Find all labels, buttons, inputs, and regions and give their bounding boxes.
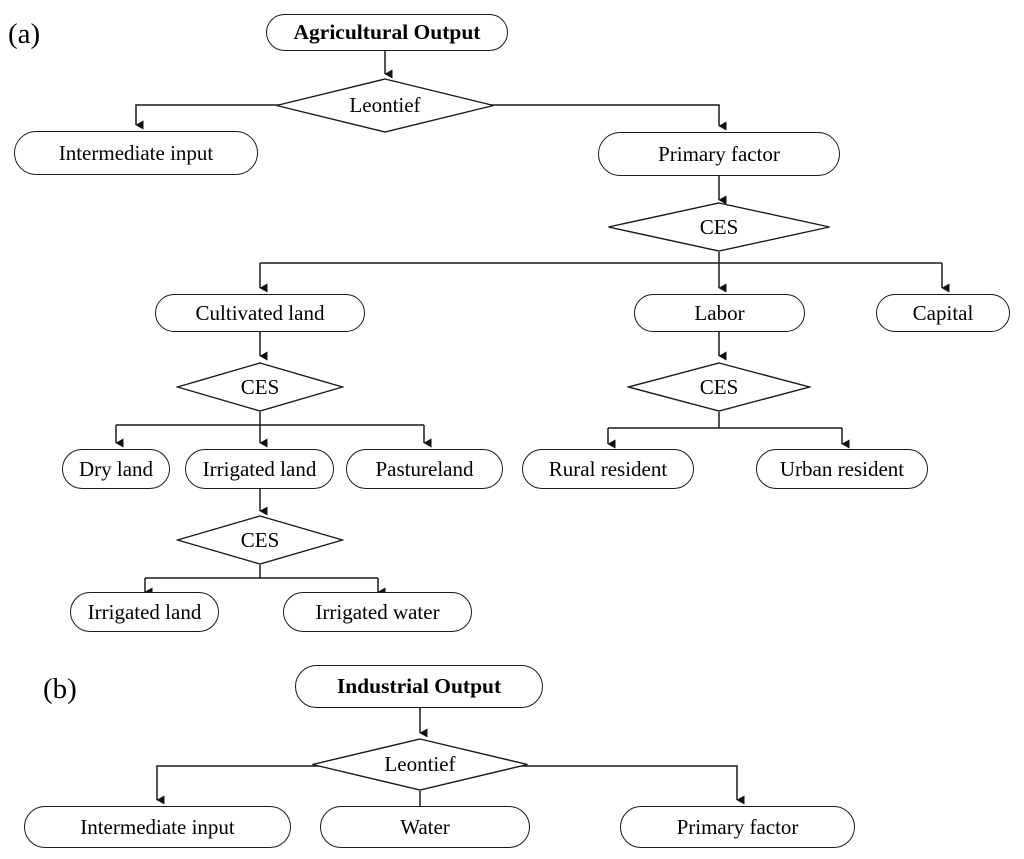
diamond-shape — [276, 78, 494, 133]
node-pastureland[interactable]: Pastureland — [346, 449, 503, 489]
node-water[interactable]: Water — [320, 806, 530, 848]
node-urban-resident[interactable]: Urban resident — [756, 449, 928, 489]
node-label: Leontief — [384, 752, 456, 776]
node-intermediate-input-b[interactable]: Intermediate input — [24, 806, 291, 848]
node-label: CES — [699, 374, 739, 399]
node-label: CES — [699, 214, 739, 239]
node-label: CES — [240, 527, 280, 552]
node-labor[interactable]: Labor — [634, 294, 805, 332]
node-primary-factor-a[interactable]: Primary factor — [598, 132, 840, 176]
panel-label-b: (b) — [43, 673, 77, 705]
node-ces-cultivated-land[interactable]: CES — [176, 362, 344, 412]
node-dry-land[interactable]: Dry land — [62, 449, 170, 489]
diamond-shape — [608, 202, 830, 252]
node-intermediate-input-a[interactable]: Intermediate input — [14, 131, 258, 175]
node-capital[interactable]: Capital — [876, 294, 1010, 332]
node-label: CES — [240, 374, 280, 399]
node-cultivated-land[interactable]: Cultivated land — [155, 294, 365, 332]
node-industrial-output[interactable]: Industrial Output — [295, 665, 543, 708]
node-primary-factor-b[interactable]: Primary factor — [620, 806, 855, 848]
node-label: Leontief — [349, 93, 421, 117]
node-ces-labor[interactable]: CES — [627, 362, 811, 412]
diamond-shape — [176, 515, 344, 565]
diamond-shape — [176, 362, 344, 412]
node-irrigated-land[interactable]: Irrigated land — [185, 449, 334, 489]
diamond-shape — [627, 362, 811, 412]
diamond-shape — [312, 738, 528, 791]
node-irrigated-water[interactable]: Irrigated water — [283, 592, 472, 632]
node-leontief-agricultural[interactable]: Leontief — [275, 78, 495, 133]
node-leontief-industrial[interactable]: Leontief — [311, 738, 529, 791]
node-irrigated-land-leaf[interactable]: Irrigated land — [70, 592, 219, 632]
node-agricultural-output[interactable]: Agricultural Output — [266, 14, 508, 51]
node-ces-irrigated-land[interactable]: CES — [176, 515, 344, 565]
panel-label-a: (a) — [8, 18, 41, 50]
node-ces-primary-factor[interactable]: CES — [607, 202, 831, 252]
node-rural-resident[interactable]: Rural resident — [522, 449, 694, 489]
